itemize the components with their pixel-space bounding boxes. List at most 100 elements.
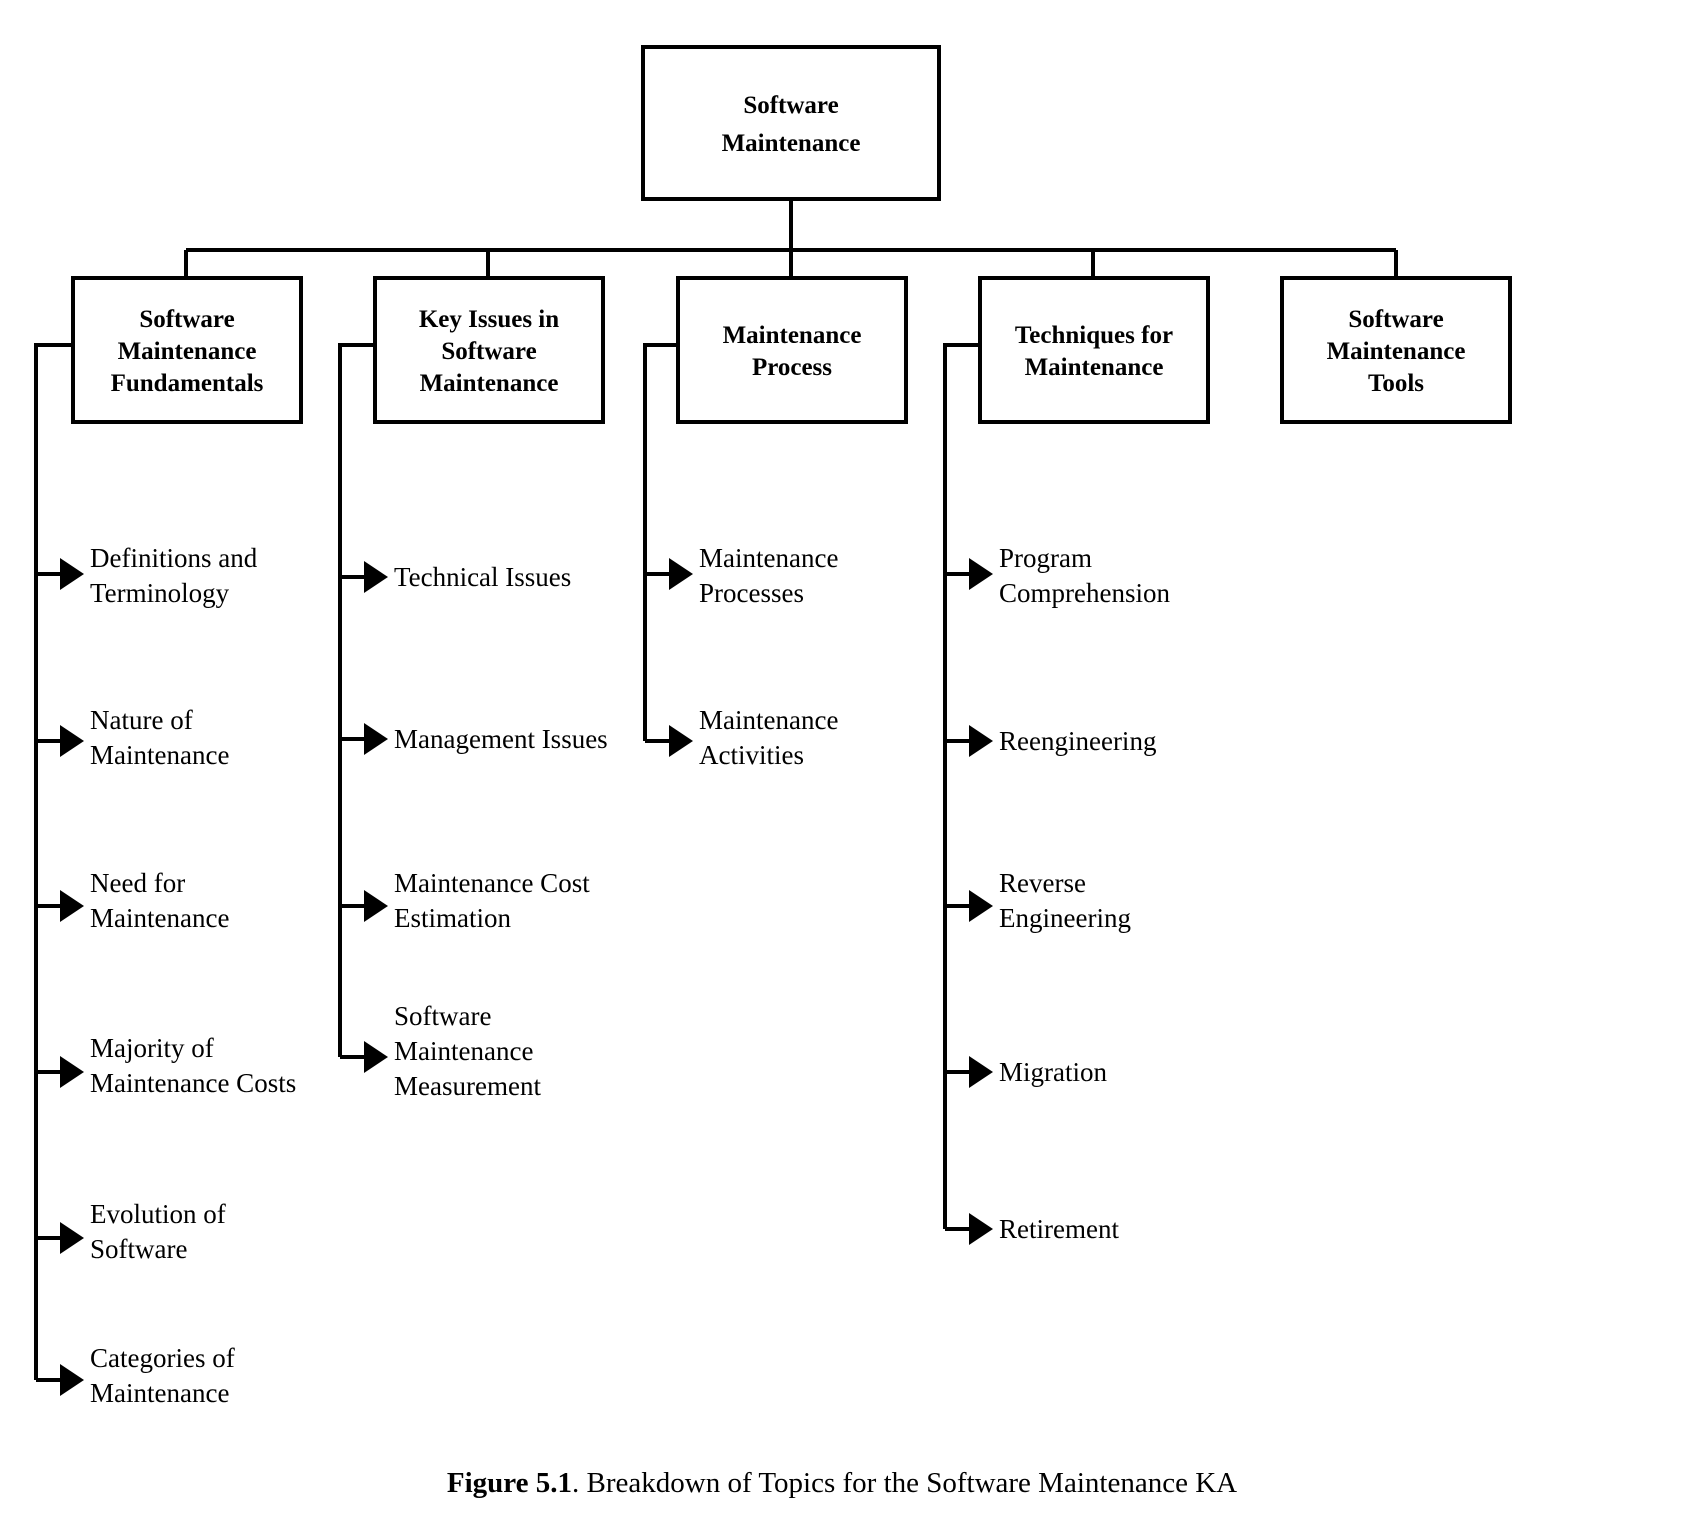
leaf-2-3-line-1: Maintenance Cost xyxy=(394,868,590,898)
branch-node-maintenance-process[interactable]: Maintenance Process xyxy=(676,276,908,424)
arrow-right-icon xyxy=(60,725,84,757)
leaf-group-2: Technical Issues Management Issues Maint… xyxy=(340,561,608,1101)
arrow-right-icon xyxy=(969,558,993,590)
leaf-2-3-line-2: Estimation xyxy=(394,903,511,933)
leaf-2-4-line-2: Maintenance xyxy=(394,1036,533,1066)
arrow-right-icon xyxy=(364,561,388,593)
arrow-right-icon xyxy=(969,1056,993,1088)
leaf-1-2-line-1: Nature of xyxy=(90,705,193,735)
branch-3-spine xyxy=(643,343,678,741)
leaf-1-3-line-2: Maintenance xyxy=(90,903,229,933)
branch-1-spine xyxy=(34,343,73,1380)
arrow-right-icon xyxy=(669,725,693,757)
branch-label-4-line-1: Techniques for xyxy=(1015,322,1173,349)
leaf-1-4-line-1: Majority of xyxy=(90,1033,214,1063)
figure-caption-text: Figure 5.1. Breakdown of Topics for the … xyxy=(447,1467,1237,1499)
arrow-right-icon xyxy=(669,558,693,590)
leaf-1-1-line-2: Terminology xyxy=(90,578,230,608)
arrow-right-icon xyxy=(364,1041,388,1073)
leaf-item-nature-of-maintenance[interactable]: Nature of Maintenance xyxy=(36,705,229,770)
leaf-item-maintenance-processes[interactable]: Maintenance Processes xyxy=(645,543,838,608)
leaf-item-technical-issues[interactable]: Technical Issues xyxy=(340,561,571,593)
arrow-right-icon xyxy=(60,1222,84,1254)
branch-label-5-line-3: Tools xyxy=(1368,370,1424,397)
branch-node-software-maintenance-fundamentals[interactable]: Software Maintenance Fundamentals xyxy=(71,276,303,424)
arrow-right-icon xyxy=(60,1056,84,1088)
leaf-item-migration[interactable]: Migration xyxy=(945,1056,1107,1088)
leaf-item-software-maintenance-measurement[interactable]: Software Maintenance Measurement xyxy=(340,1001,541,1101)
leaf-3-2-line-2: Activities xyxy=(699,740,804,770)
branch-node-software-maintenance-tools[interactable]: Software Maintenance Tools xyxy=(1280,276,1512,424)
leaf-2-1-line-1: Technical Issues xyxy=(394,562,571,592)
leaf-1-1-line-1: Definitions and xyxy=(90,543,258,573)
leaf-group-3: Maintenance Processes Maintenance Activi… xyxy=(645,543,838,770)
root-node[interactable]: Software Maintenance xyxy=(641,45,941,201)
branch-box-maintenance-process[interactable] xyxy=(676,276,908,424)
leaf-1-4-line-2: Maintenance Costs xyxy=(90,1068,296,1098)
leaf-item-maintenance-cost-estimation[interactable]: Maintenance Cost Estimation xyxy=(340,868,590,933)
arrow-right-icon xyxy=(60,558,84,590)
leaf-item-majority-of-maintenance-costs[interactable]: Majority of Maintenance Costs xyxy=(36,1033,296,1098)
branch-label-1-line-3: Fundamentals xyxy=(111,370,264,397)
branch-label-2-line-1: Key Issues in xyxy=(419,306,559,333)
leaf-item-definitions-and-terminology[interactable]: Definitions and Terminology xyxy=(36,543,258,608)
root-node-label-line-1: Software xyxy=(743,92,838,119)
arrow-right-icon xyxy=(364,890,388,922)
leaf-2-4-line-3: Measurement xyxy=(394,1071,541,1101)
branch-label-3-line-1: Maintenance xyxy=(723,322,862,349)
leaf-item-categories-of-maintenance[interactable]: Categories of Maintenance xyxy=(36,1343,235,1408)
arrow-right-icon xyxy=(969,1213,993,1245)
branch-label-3-line-2: Process xyxy=(752,354,832,381)
leaf-2-2-line-1: Management Issues xyxy=(394,724,608,754)
leaf-3-1-line-1: Maintenance xyxy=(699,543,838,573)
leaf-item-reverse-engineering[interactable]: Reverse Engineering xyxy=(945,868,1131,933)
branch-label-1-line-2: Maintenance xyxy=(118,338,257,365)
leaf-1-5-line-1: Evolution of xyxy=(90,1199,226,1229)
leaf-item-management-issues[interactable]: Management Issues xyxy=(340,723,608,755)
arrow-right-icon xyxy=(364,723,388,755)
figure-caption-title: . Breakdown of Topics for the Software M… xyxy=(572,1467,1237,1499)
root-to-branches-connector xyxy=(184,199,1398,278)
leaf-1-6-line-2: Maintenance xyxy=(90,1378,229,1408)
root-node-label-line-2: Maintenance xyxy=(722,130,861,157)
leaf-1-5-line-2: Software xyxy=(90,1234,187,1264)
leaf-item-program-comprehension[interactable]: Program Comprehension xyxy=(945,543,1170,608)
arrow-right-icon xyxy=(969,725,993,757)
leaf-item-retirement[interactable]: Retirement xyxy=(945,1213,1119,1245)
leaf-item-evolution-of-software[interactable]: Evolution of Software xyxy=(36,1199,226,1264)
leaf-4-5-line-1: Retirement xyxy=(999,1214,1119,1244)
leaf-4-4-line-1: Migration xyxy=(999,1057,1107,1087)
branch-box-software-maintenance-tools[interactable] xyxy=(1280,276,1512,424)
branch-node-techniques-for-maintenance[interactable]: Techniques for Maintenance xyxy=(978,276,1210,424)
arrow-right-icon xyxy=(969,890,993,922)
branch-1-spine-path xyxy=(34,343,73,1380)
branch-2-spine xyxy=(338,343,375,1057)
leaf-item-reengineering[interactable]: Reengineering xyxy=(945,725,1156,757)
branch-label-4-line-2: Maintenance xyxy=(1025,354,1164,381)
leaf-4-3-line-2: Engineering xyxy=(999,903,1131,933)
branch-4-spine xyxy=(943,343,980,1229)
branch-node-key-issues-in-software-maintenance[interactable]: Key Issues in Software Maintenance xyxy=(373,276,605,424)
figure-caption: Figure 5.1. Breakdown of Topics for the … xyxy=(447,1467,1237,1499)
leaf-4-3-line-1: Reverse xyxy=(999,868,1086,898)
leaf-item-maintenance-activities[interactable]: Maintenance Activities xyxy=(645,705,838,770)
arrow-right-icon xyxy=(60,1364,84,1396)
branch-box-techniques-for-maintenance[interactable] xyxy=(978,276,1210,424)
leaf-2-4-line-1: Software xyxy=(394,1001,491,1031)
leaf-item-need-for-maintenance[interactable]: Need for Maintenance xyxy=(36,868,229,933)
branch-3-spine-path xyxy=(643,343,678,741)
leaf-1-3-line-1: Need for xyxy=(90,868,185,898)
branch-label-5-line-1: Software xyxy=(1348,306,1443,333)
root-node-box[interactable] xyxy=(641,45,941,201)
branch-label-2-line-3: Maintenance xyxy=(420,370,559,397)
branch-box-software-maintenance-fundamentals[interactable] xyxy=(71,276,303,424)
arrow-right-icon xyxy=(60,890,84,922)
leaf-4-2-line-1: Reengineering xyxy=(999,726,1156,756)
leaf-4-1-line-2: Comprehension xyxy=(999,578,1170,608)
branch-label-2-line-2: Software xyxy=(441,338,536,365)
leaf-group-1: Definitions and Terminology Nature of Ma… xyxy=(36,543,296,1408)
branch-2-spine-path xyxy=(338,343,375,1057)
branch-box-key-issues-in-software-maintenance[interactable] xyxy=(373,276,605,424)
